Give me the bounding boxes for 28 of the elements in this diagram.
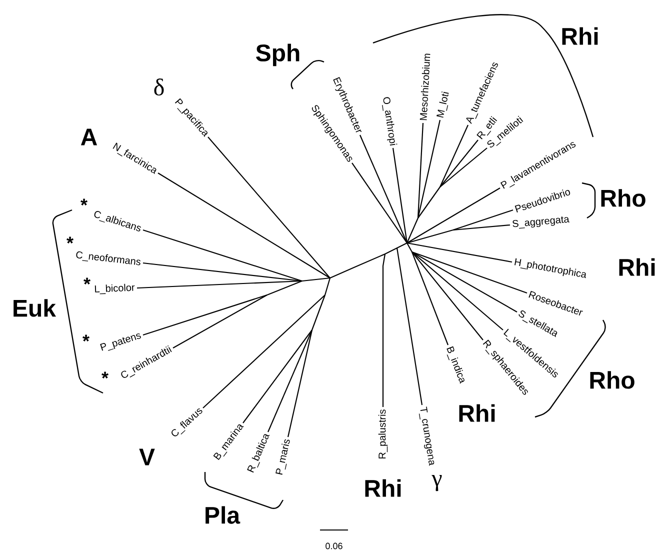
asterisk: * [66, 236, 74, 244]
taxon-label: Mesorhizobium [420, 54, 430, 120]
clade-label: V [139, 448, 155, 466]
asterisk: * [82, 334, 90, 342]
clade-label: Euk [14, 299, 56, 317]
taxon-label: O_anthropi [382, 97, 398, 146]
clade-label: δ [154, 78, 164, 96]
clade-label: Rhi [619, 258, 655, 276]
taxon-label: S_aggregata [512, 216, 570, 229]
clade-label: Rho [601, 189, 646, 207]
clade-label: Rhi [562, 27, 598, 45]
scale-label: 0.06 [326, 542, 342, 550]
taxon-label: T_crunogena [418, 406, 434, 466]
clade-label: A [80, 128, 98, 146]
asterisk: * [80, 198, 88, 206]
taxon-label: C_neoformans [76, 251, 140, 266]
asterisk: * [84, 278, 90, 284]
taxon-label: L_bicolor [94, 284, 135, 294]
clade-label: Pla [206, 506, 240, 524]
taxon-label: R_palustris [378, 410, 388, 458]
taxon-label: M_loti [436, 91, 449, 118]
clade-label: Rhi [459, 404, 495, 422]
taxon-label: P_maris [276, 439, 290, 475]
clade-label: Rhi [365, 479, 401, 497]
asterisk: * [102, 372, 108, 378]
clade-label: γ [432, 474, 442, 492]
clade-label: Rho [590, 371, 634, 389]
clade-label: Sph [256, 44, 300, 66]
